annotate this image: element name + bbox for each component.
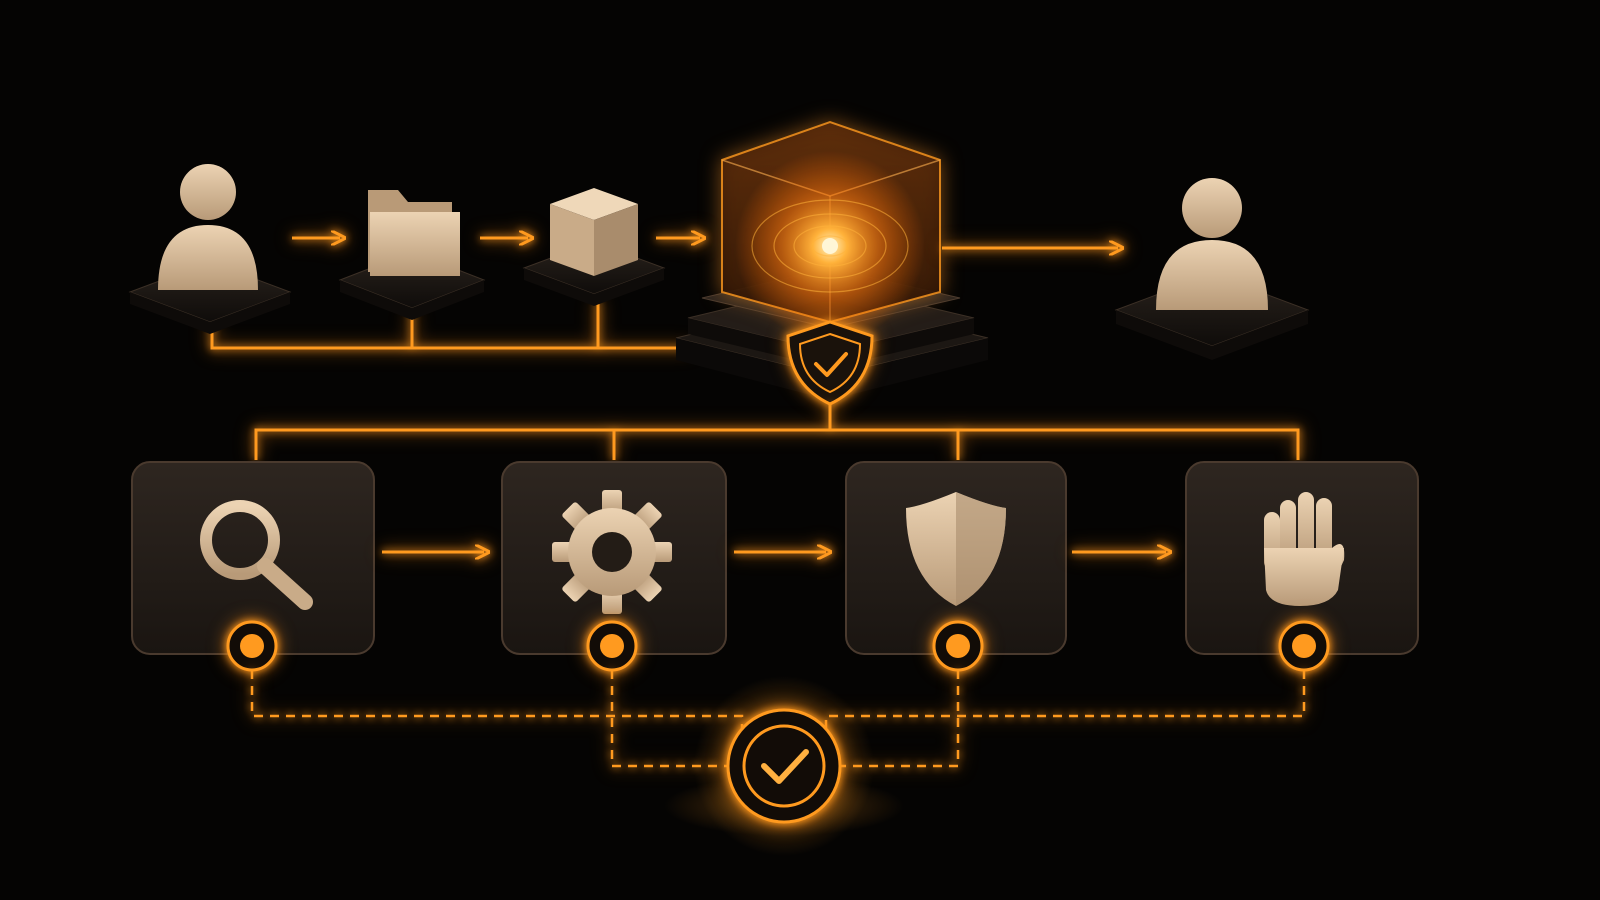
user-icon <box>1156 178 1268 310</box>
magnifier-icon <box>200 500 313 610</box>
validation-hub <box>664 676 904 856</box>
stop-hand-icon <box>1264 492 1345 606</box>
top-bus-connector <box>210 300 690 350</box>
process-step-configure <box>501 461 727 672</box>
top-node-cube <box>522 188 666 306</box>
checkmark-icon <box>761 749 809 784</box>
top-node-folder <box>338 190 486 320</box>
step-status-dot <box>1278 620 1330 672</box>
step-status-dot <box>932 620 984 672</box>
gear-icon <box>552 490 672 614</box>
shield-icon <box>906 492 1006 606</box>
process-step-search <box>131 461 375 672</box>
top-node-user-destination <box>1114 178 1310 360</box>
cube-icon <box>550 188 638 276</box>
step-status-dot <box>226 620 278 672</box>
folder-icon <box>368 190 460 276</box>
process-bus-connector <box>254 404 1300 460</box>
top-node-user-source <box>128 164 292 334</box>
process-step-block <box>1185 461 1419 672</box>
user-icon <box>158 164 258 290</box>
process-step-protect <box>845 461 1067 672</box>
top-node-core <box>675 120 989 406</box>
step-status-dot <box>586 620 638 672</box>
glowing-core-cube-icon <box>721 120 941 341</box>
shield-check-icon <box>786 320 874 406</box>
